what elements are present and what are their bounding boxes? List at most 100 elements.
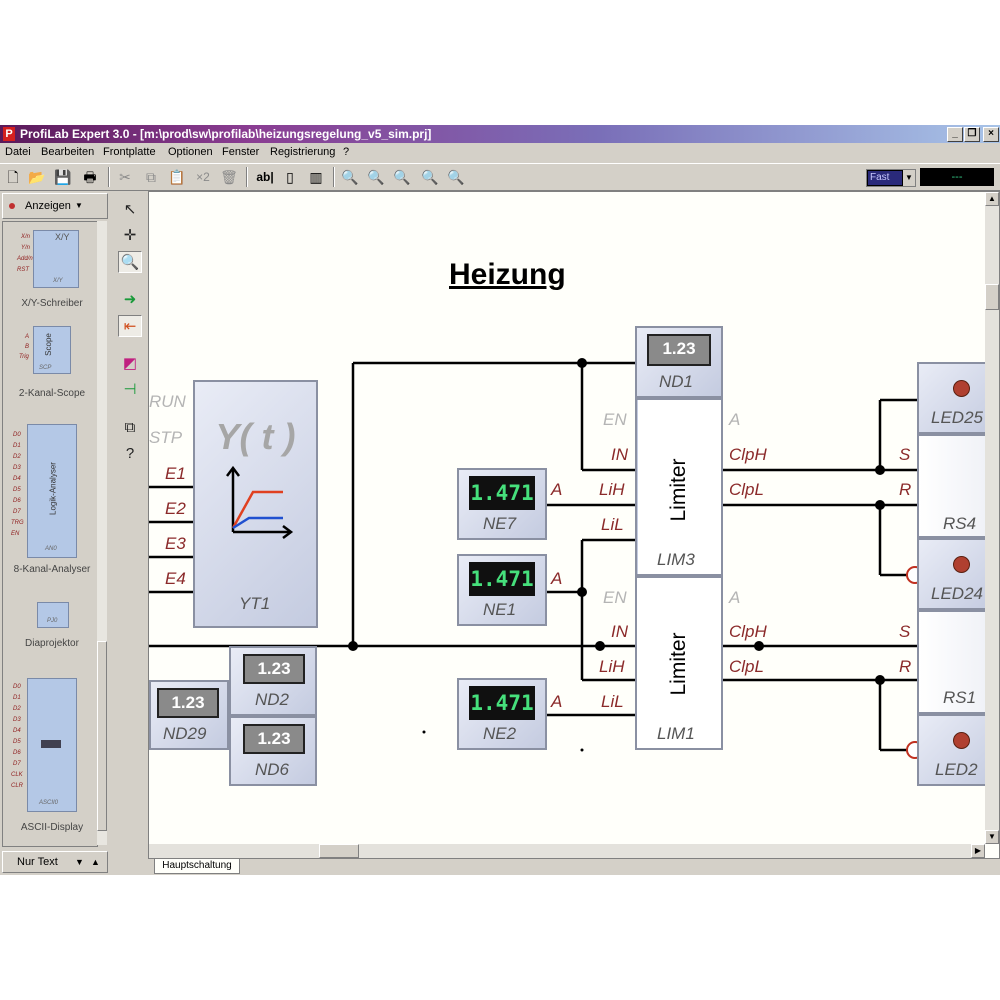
canvas-vertical-scrollbar[interactable]: ▲ ▼ [985, 192, 999, 844]
swap-icon[interactable]: ⧉ [124, 419, 136, 436]
library-scrollbar[interactable] [97, 221, 107, 845]
component-name: RS4 [943, 514, 977, 533]
new-file-icon[interactable]: 🗋 [7, 169, 19, 185]
scroll-up-icon[interactable]: ▲ [985, 192, 999, 206]
pin-label: IN [611, 622, 628, 641]
frontplate-icon[interactable]: ▥ [309, 169, 323, 185]
menu-registrierung[interactable]: Registrierung [270, 146, 336, 158]
text-only-toggle[interactable]: Nur Text ▼ ▲ [2, 851, 108, 873]
tab-hauptschaltung[interactable]: Hauptschaltung [154, 859, 240, 874]
zoom-tool-icon[interactable]: 🔍 [118, 251, 142, 273]
category-dropdown[interactable]: Anzeigen ▼ [2, 193, 108, 219]
scroll-right-icon[interactable]: ▶ [971, 844, 985, 858]
chevron-down-icon[interactable]: ▼ [903, 170, 915, 186]
minimize-button[interactable]: _ [947, 127, 963, 142]
menu-bearbeiten[interactable]: Bearbeiten [41, 146, 95, 158]
library-item-logic-analyser[interactable]: Logik-Analyser D0 D1 D2 D3 D4 D5 D6 D7 T… [9, 422, 95, 582]
paste-icon[interactable]: 📋 [168, 169, 186, 185]
close-button[interactable]: × [983, 127, 999, 142]
zoom-out-icon[interactable]: 🔍 [367, 169, 385, 185]
zoom-in-icon[interactable]: 🔍 [341, 169, 359, 185]
library-item-xy-recorder[interactable]: X/Y X/n Y/n Add/n RST X/Y X/Y-Schreiber [9, 228, 95, 314]
limiter-lim1[interactable]: Limiter LIM1 [635, 576, 723, 750]
zoom-reset-icon[interactable]: 🔍 [447, 169, 465, 185]
yt-title: Y( t ) [215, 416, 296, 457]
scrollbar-thumb[interactable] [985, 284, 999, 310]
component-thumbnail [33, 326, 71, 374]
lcd-display-ne1[interactable]: 1.471 NE1 [457, 554, 547, 626]
category-label: Anzeigen [25, 200, 71, 212]
menu-optionen[interactable]: Optionen [168, 146, 213, 158]
component-thumbnail [27, 424, 77, 558]
scroll-down-icon[interactable]: ▼ [985, 830, 999, 844]
schematic-editor[interactable]: Heizung Y( t ) YT1 RUN STP E1 [148, 191, 1000, 859]
help-pointer-icon[interactable]: ? [125, 445, 135, 462]
speed-select[interactable]: Fast ▼ [866, 169, 916, 187]
limiter-lim3[interactable]: Limiter LIM3 [635, 398, 723, 576]
menu-frontplatte[interactable]: Frontplatte [103, 146, 156, 158]
flipflop-rs4[interactable]: RS4 [917, 434, 997, 538]
wire-layer [149, 358, 924, 759]
canvas-horizontal-scrollbar[interactable]: ▶ [149, 844, 985, 858]
text-tool-button[interactable]: ab| [256, 170, 274, 184]
zoom-fit-icon[interactable]: 🔍 [393, 169, 411, 185]
library-item-ascii-display[interactable]: D0 D1 D2 D3 D4 D5 D6 D7 CLK CLR ASCII0 A… [9, 666, 95, 842]
flipflop-rs1[interactable]: RS1 [917, 610, 997, 714]
page-icon[interactable]: ▯ [286, 169, 294, 185]
pin-label: A [551, 569, 563, 588]
led-led24[interactable]: LED24 [917, 538, 997, 610]
arrow-up-icon[interactable]: ▲ [91, 857, 100, 867]
cut-icon[interactable]: ✂ [119, 169, 131, 185]
zoom-all-icon[interactable]: 🔍 [421, 169, 439, 185]
led-led25[interactable]: LED25 [917, 362, 997, 434]
component-name: NE1 [483, 600, 517, 619]
lcd-display-ne7[interactable]: 1.471 NE7 [457, 468, 547, 540]
component-name: LIM1 [657, 724, 695, 743]
open-folder-icon[interactable]: 📂 [28, 169, 46, 185]
numeric-display-nd1[interactable]: 1.23 ND1 [635, 326, 723, 398]
numeric-display-nd2[interactable]: 1.23 ND2 [229, 646, 317, 716]
copy-icon[interactable]: ⧉ [146, 169, 156, 185]
wire-junction-icon[interactable]: ✛ [123, 227, 137, 244]
component-name: ND6 [255, 760, 290, 779]
limiter-label: Limiter [667, 632, 690, 696]
hi-lo-icon[interactable]: ◩ [122, 355, 138, 372]
numeric-display-nd29[interactable]: 1.23 ND29 [149, 680, 229, 750]
save-icon[interactable]: 💾 [54, 169, 72, 185]
arrow-right-icon[interactable]: ➜ [123, 291, 137, 308]
schematic-canvas[interactable]: Heizung Y( t ) YT1 RUN STP E1 [149, 192, 999, 844]
pin-label: A [729, 588, 741, 607]
pin-label: EN [603, 588, 627, 607]
library-item-scope[interactable]: Scope A B Trig SCP 2-Kanal-Scope [9, 322, 95, 402]
led-led2[interactable]: LED2 [917, 714, 997, 786]
pin-label: ClpL [729, 657, 764, 676]
library-item-label: 8-Kanal-Analyser [13, 564, 91, 575]
arrow-down-icon[interactable]: ▼ [75, 857, 84, 867]
menu-fenster[interactable]: Fenster [222, 146, 260, 158]
delete-icon[interactable]: 🗑 [220, 169, 238, 185]
component-name: LED2 [935, 760, 978, 779]
menu-datei[interactable]: Datei [5, 146, 31, 158]
component-name: ND1 [659, 372, 694, 391]
menu-help[interactable]: ? [343, 146, 350, 158]
numeric-display-nd6[interactable]: 1.23 ND6 [229, 716, 317, 786]
yt-recorder-component[interactable]: Y( t ) YT1 [193, 380, 318, 628]
pin-label: EN [603, 410, 627, 429]
pin-label: A [551, 692, 563, 711]
pin-label: S [899, 622, 911, 641]
connector-icon[interactable]: ⊣ [123, 381, 137, 398]
pin-label: R [899, 657, 912, 676]
scrollbar-thumb[interactable] [97, 641, 107, 831]
select-pointer-icon[interactable]: ↖ [123, 201, 137, 218]
arrow-left-icon[interactable]: ⇤ [118, 315, 142, 337]
library-item-projector[interactable]: PJ0 Diaprojektor [9, 598, 95, 658]
scrollbar-thumb[interactable] [319, 844, 359, 858]
tool-palette: ↖ ✛ 🔍 ➜ ⇤ ◩ ⊣ ⧉ ? [114, 191, 146, 875]
library-item-label: Diaprojektor [25, 638, 79, 649]
print-icon[interactable]: 🖶 [83, 169, 97, 185]
lcd-display-ne2[interactable]: 1.471 NE2 [457, 678, 547, 750]
duplicate-button[interactable]: ×2 [196, 170, 210, 184]
restore-button[interactable]: ❐ [964, 127, 980, 142]
pin-label: R [899, 480, 912, 499]
pin-label: STP [149, 428, 183, 447]
